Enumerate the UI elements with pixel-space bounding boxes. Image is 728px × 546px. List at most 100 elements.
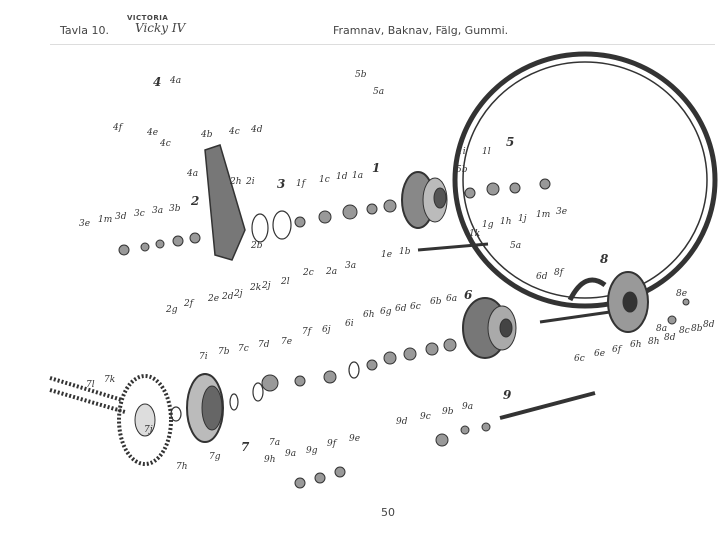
part-label: 3e: [79, 219, 90, 229]
part-label: 2h: [229, 177, 242, 187]
part-label: 2l: [280, 277, 290, 287]
part-label: 4d: [250, 125, 263, 135]
page-number: 50: [381, 506, 395, 519]
part-label: 7: [241, 440, 250, 454]
part-label: 7b: [218, 347, 230, 357]
part-label: 8: [600, 252, 609, 266]
model-logo: Vicky IV: [135, 21, 186, 35]
part-label: 6h: [363, 310, 375, 320]
part-label: 4f: [112, 123, 124, 133]
part-label: 1m: [98, 215, 112, 225]
part-label: 2b: [250, 241, 263, 251]
small-parts: [118, 178, 690, 489]
part-label: 9a: [285, 449, 296, 459]
part-label: 9a: [462, 402, 473, 412]
part-label: 2d: [221, 292, 234, 302]
part-label: 3d: [115, 212, 127, 222]
part-label: 1b: [399, 247, 411, 257]
part-label: 8c: [679, 326, 690, 336]
part-label: 2j: [261, 281, 271, 291]
brand-logo: VICTORIA: [127, 14, 169, 22]
part-label: 6d: [395, 304, 407, 314]
part-label: 1d: [336, 172, 348, 182]
part-label: 6f: [612, 345, 623, 355]
part-label: 7k: [104, 375, 115, 385]
part-label: 7i: [199, 352, 208, 362]
part-label: 7e: [281, 337, 292, 347]
part-label: 7h: [176, 462, 188, 472]
part-label: 4a: [186, 169, 198, 179]
part-label: 6a: [446, 294, 457, 304]
part-label: 9b: [442, 407, 454, 417]
part-label: 7j: [144, 425, 153, 435]
part-label: 1c: [319, 175, 330, 185]
brake-plate: [607, 271, 649, 333]
part-label: 5a: [510, 241, 521, 251]
part-label: 2k: [249, 283, 261, 293]
part-label: 7l: [86, 380, 95, 390]
part-label: 9h: [264, 455, 276, 465]
part-label: 9c: [420, 412, 431, 422]
header-divider: [50, 44, 715, 45]
part-label: 6i: [345, 319, 354, 329]
part-label: 1h: [500, 217, 512, 227]
part-label: 4c: [228, 127, 240, 137]
wheel-rim: [452, 51, 718, 309]
part-label: 1k: [469, 229, 480, 239]
part-label: 2e: [207, 294, 219, 304]
part-label: 1j: [518, 214, 527, 224]
part-label: 8a: [656, 324, 667, 334]
part-label: 1m: [536, 210, 550, 220]
diagram-parts: [49, 51, 718, 489]
part-label: 1f: [296, 179, 307, 189]
part-label: 3a: [152, 206, 163, 216]
part-label: 9d: [396, 417, 408, 427]
plate-number: Tavla 10.: [60, 24, 109, 37]
part-label: 6g: [380, 307, 392, 317]
part-label: 7d: [258, 340, 270, 350]
part-label: 6h: [630, 340, 642, 350]
part-label: 6: [464, 288, 473, 302]
part-label: 7a: [269, 438, 280, 448]
part-label: 7g: [209, 452, 221, 462]
part-label: 2: [190, 194, 199, 208]
part-label: 4b: [200, 130, 213, 140]
part-label: 1g: [482, 220, 494, 230]
rear-axle: [539, 310, 611, 324]
part-label: 7c: [238, 344, 249, 354]
brake-shoe: [567, 277, 607, 302]
part-label: 6b: [430, 297, 442, 307]
part-label: 8d: [664, 333, 676, 343]
part-label: 4: [153, 75, 161, 89]
part-label: 5: [506, 135, 514, 149]
part-label: 1: [372, 161, 380, 175]
part-label: 3a: [345, 261, 356, 271]
part-label: 6c: [574, 354, 585, 364]
part-label: 6j: [322, 325, 331, 335]
part-label: 1l: [482, 147, 491, 157]
part-label: 8h: [648, 337, 660, 347]
chain: [49, 376, 126, 414]
part-label: 2a: [325, 267, 337, 277]
part-label: 3: [277, 177, 285, 191]
part-label: 4a: [169, 76, 181, 86]
part-label: 1a: [352, 171, 363, 181]
axle-rod: [499, 391, 596, 420]
part-label: 2i: [245, 177, 255, 187]
brake-arm: [204, 144, 246, 261]
part-label: 4c: [159, 139, 171, 149]
part-label: 5b: [456, 165, 468, 175]
part-label: 1e: [381, 250, 392, 260]
part-label: 3e: [556, 207, 567, 217]
part-label: 6e: [594, 349, 605, 359]
part-label: 3c: [134, 209, 145, 219]
freewheel: [186, 373, 224, 443]
part-label: 2g: [165, 305, 178, 315]
part-label: 2c: [302, 268, 314, 278]
part-label: 2j: [233, 289, 243, 299]
part-label: 9: [503, 388, 512, 402]
part-label: 1i: [457, 147, 466, 157]
part-label: 8d: [703, 320, 715, 330]
part-label: 3b: [169, 204, 181, 214]
rings: [170, 210, 360, 422]
